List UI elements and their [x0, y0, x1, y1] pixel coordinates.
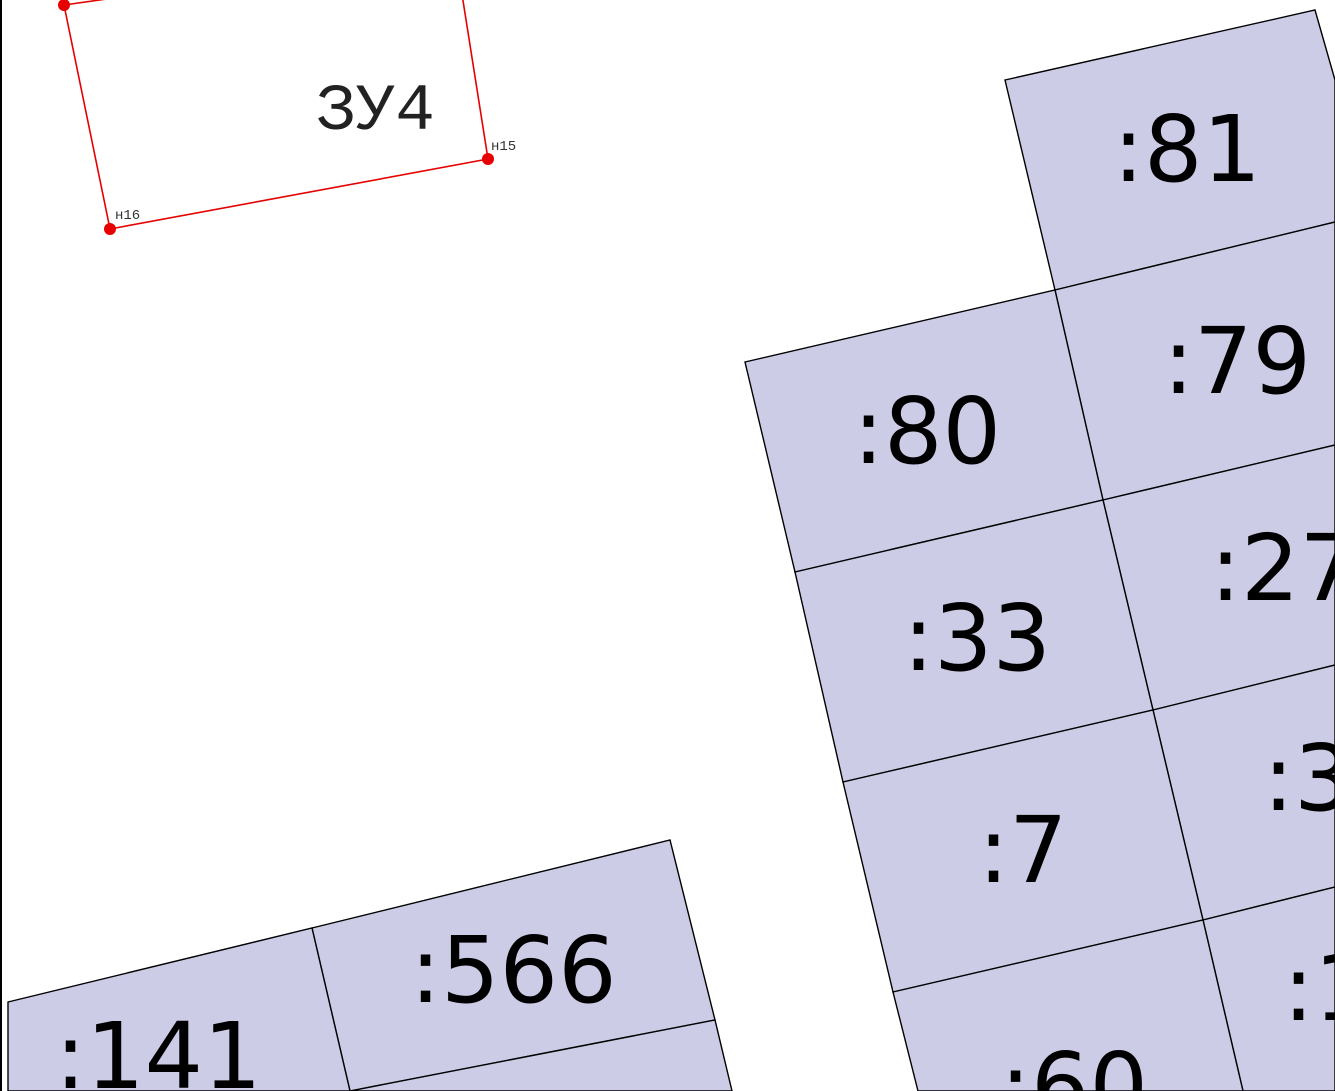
parcel-group-southwest: [7, 839, 733, 1091]
parcel-60[interactable]: [892, 919, 1244, 1091]
parcel-label: :81: [1113, 96, 1261, 203]
parcel-label: :79: [1163, 308, 1311, 415]
parcel-566-lower[interactable]: [349, 1019, 733, 1091]
boundary-vertex-n16[interactable]: [104, 223, 116, 235]
parcel-group-east: [744, 9, 1335, 1091]
parcel-81[interactable]: [1004, 9, 1335, 291]
parcel-label: :3: [1263, 725, 1335, 832]
new-plot-zu4[interactable]: ЗУ4 н15 н16: [58, 0, 516, 235]
point-label-n16: н16: [115, 208, 140, 224]
parcel-label: :80: [853, 378, 1001, 485]
parcel-label: :27: [1210, 515, 1335, 622]
parcel-label: :7: [978, 797, 1068, 904]
parcel-label: :566: [410, 917, 617, 1024]
parcel-label: :33: [903, 585, 1051, 692]
parcel-labels: :81 :79 :80 :27 :33 :3 :7 :1 :60 :566 :1…: [55, 96, 1335, 1091]
parcel-label: :141: [55, 1003, 262, 1091]
boundary-vertex-n15[interactable]: [482, 153, 494, 165]
new-plot-label: ЗУ4: [316, 74, 435, 149]
point-label-n15: н15: [491, 139, 516, 155]
parcel-label: :1: [1283, 935, 1335, 1042]
parcel-141[interactable]: [7, 927, 351, 1091]
boundary-vertex[interactable]: [58, 0, 70, 11]
parcel-label: :60: [1000, 1033, 1148, 1091]
